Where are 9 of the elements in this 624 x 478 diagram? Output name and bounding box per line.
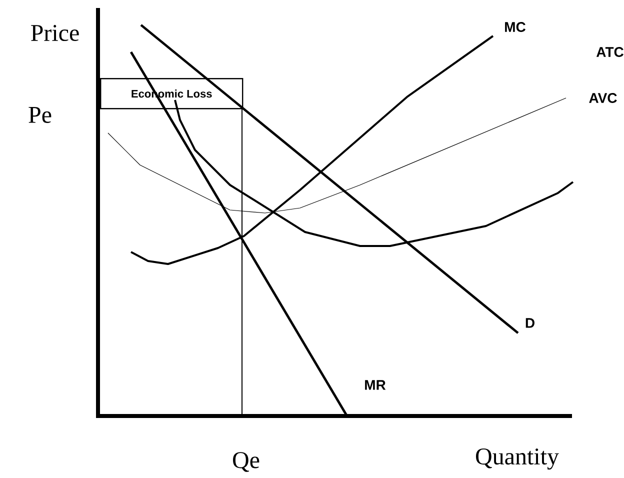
- curve-label: ATC: [596, 47, 624, 57]
- axis-label: Pe: [28, 107, 52, 123]
- axis-label: Price: [31, 24, 79, 42]
- axis-label: Quantity: [476, 448, 559, 470]
- curve-label: D: [526, 318, 534, 328]
- curve-label: MR: [365, 380, 386, 390]
- curve-label: AVC: [589, 93, 617, 103]
- curve-label: MC: [505, 22, 526, 32]
- axis-label: Qe: [233, 452, 260, 472]
